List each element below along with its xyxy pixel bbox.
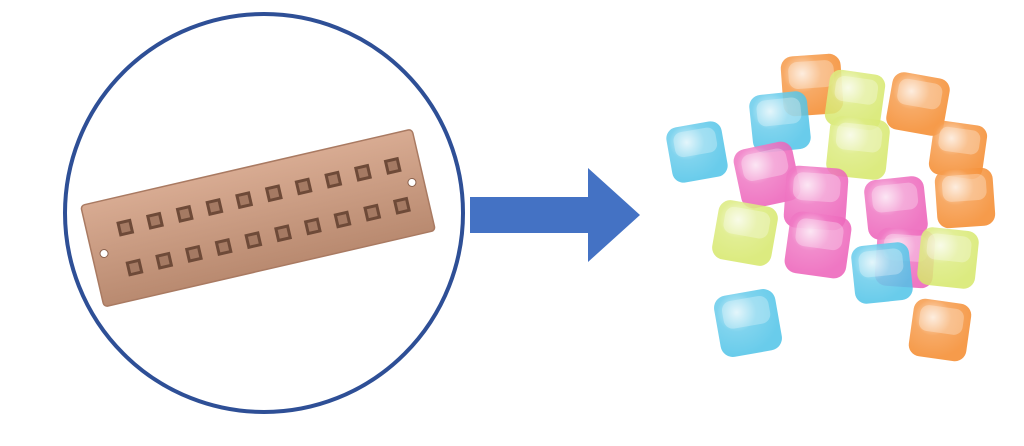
tray-cavity-floor: [277, 227, 289, 239]
tray-cavity-floor: [129, 262, 140, 273]
tray-cavity-floor: [188, 248, 200, 260]
ice-cube-pink: [864, 176, 928, 240]
ice-cube-blue: [749, 91, 811, 153]
tray-cavity-floor: [179, 208, 191, 220]
ice-cube-orange: [928, 120, 988, 180]
tray-cavity-floor: [119, 222, 131, 234]
ice-cube-yellow: [826, 116, 890, 180]
process-arrow: [470, 168, 640, 262]
ice-cube-pile: [666, 53, 996, 362]
tray-cavities: [116, 156, 411, 277]
tray-cavity-floor: [366, 207, 378, 219]
tray-mount-hole-left: [99, 249, 109, 259]
ice-cube-orange: [934, 167, 996, 229]
ice-cube-orange: [908, 298, 972, 362]
ice-cube-yellow: [712, 200, 778, 266]
ice-cube-pink: [784, 211, 852, 279]
tray-cavity-floor: [158, 255, 170, 267]
tray-cavity-floor: [357, 167, 369, 179]
ice-cube-blue: [666, 121, 728, 183]
ice-cube-yellow: [824, 69, 886, 131]
tray-cavity-floor: [387, 160, 399, 172]
ice-cube-blue: [851, 242, 913, 304]
ice-cube-orange: [886, 72, 950, 136]
ice-cube-blue: [714, 289, 782, 357]
ice-cube-pink: [733, 141, 801, 209]
tray-cavity-floor: [218, 241, 230, 253]
tray-cavity-floor: [209, 201, 220, 213]
tray-cavity-floor: [149, 215, 161, 227]
tray-cavity-floor: [298, 181, 309, 192]
ice-cube-yellow: [917, 227, 979, 289]
tray-cavity-floor: [238, 194, 250, 206]
tray-mount-hole-right: [407, 177, 417, 187]
ice-tray-mold: [80, 129, 436, 307]
tray-cavity-floor: [327, 174, 339, 185]
tray-cavity-floor: [268, 187, 280, 199]
tray-cavity-floor: [337, 214, 348, 225]
tray-cavity-floor: [307, 220, 319, 232]
tray-cavity-floor: [396, 200, 408, 212]
tray-cavity-floor: [247, 234, 259, 246]
